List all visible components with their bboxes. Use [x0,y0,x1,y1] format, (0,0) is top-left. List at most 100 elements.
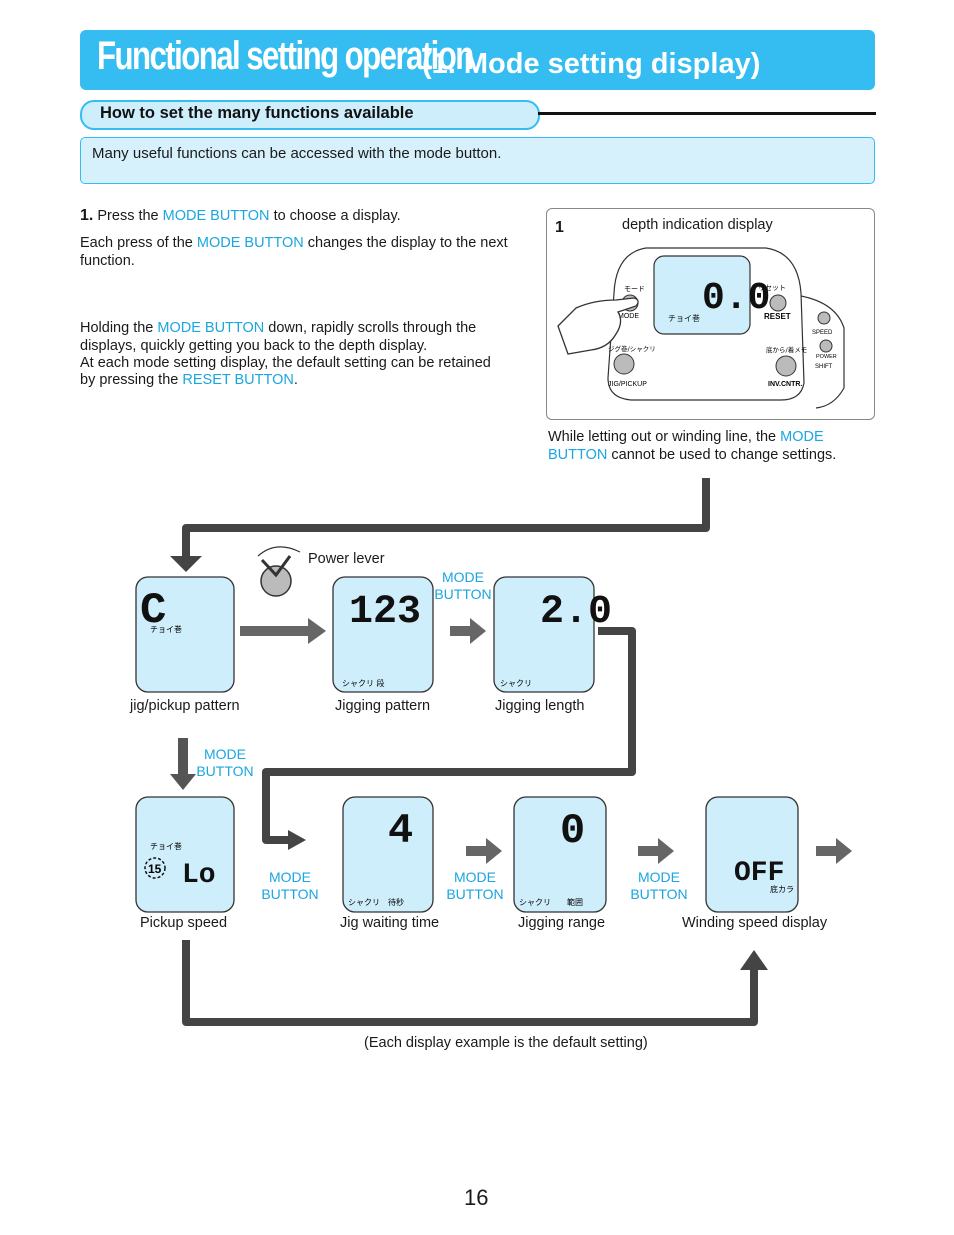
reel-side-panel [800,295,845,409]
intro-box [80,137,875,184]
panel-inv-button[interactable] [775,355,797,377]
panel-speed-button[interactable] [817,311,831,325]
panel-reset-jp: リセット [758,284,786,292]
page-subtitle: (1. Mode setting display) [422,48,761,80]
screen-label-jigging-pattern: Jigging pattern [335,698,431,714]
screen-winding-speed: OFF 底カラ [705,796,799,913]
screen-label-jig-waiting: Jig waiting time [340,915,440,931]
panel-lcd-value: 0.0 [702,277,770,320]
power-lever-label: Power lever [308,551,385,567]
panel-choi-label: チョイ巻 [668,313,700,323]
panel-inv-jp: 底から/着メモ [766,345,807,354]
screen-jigging-pattern: 123 シャクリ 段 [332,576,434,693]
holding-text: Holding the MODE BUTTON down, rapidly sc… [80,320,530,373]
mode-line1: MODE [454,869,496,885]
screen-jig-pickup-pattern: C チョイ巻 [135,576,235,693]
screen-value: 4 [388,807,413,855]
mode-line1: MODE [269,869,311,885]
flow-arrow-mid-end [288,830,306,850]
section-divider [538,112,876,115]
mode-line2: BUTTON [446,886,504,902]
footnote: (Each display example is the default set… [364,1035,648,1051]
title-bar [80,30,875,90]
flow-loop-middle [262,627,636,844]
screen-value: 0 [560,807,585,855]
panel-power-button[interactable] [819,339,833,353]
flow-arrow-1 [240,618,326,644]
screen-pickup-speed: チョイ巻 15 Lo [135,796,235,913]
screen-sub: 底カラ [770,884,794,894]
reel-panel-illustration: 0.0 チョイ巻 モード MODE リセット RESET ジグ巻/シャクリ JI… [557,247,845,409]
screen-label-jig-pickup: jig/pickup pattern [130,698,240,714]
panel-caption: depth indication display [622,217,773,233]
panel-reset-button[interactable] [769,294,787,312]
screen-value: C [140,586,166,636]
holding-pre: Holding the [80,320,154,336]
flow-loop-bottom [182,940,758,1026]
step-post: to choose a display. [273,208,401,224]
flow-arrow-down-left [170,738,196,790]
page-number: 16 [464,1185,489,1210]
section-heading-pill [80,100,540,130]
panel-power-label: POWER [816,354,837,360]
warning-post: cannot be used to change settings. [611,446,837,463]
mode-line1: MODE [442,569,484,585]
screen-sub: シャクリ 範囲 [519,897,583,907]
holding-post: down, rapidly scrolls through the displa… [80,320,477,354]
panel-figure-frame [546,208,875,420]
flow-loop-top [182,478,710,560]
by-pressing-text: by pressing the [80,372,179,388]
screen-jigging-range: 0 シャクリ 範囲 [513,796,607,913]
screen-value: OFF [734,858,784,889]
mode-button-term: MODE BUTTON [196,235,304,251]
screen-jig-waiting-time: 4 シャクリ 待秒 [342,796,434,913]
flow-arrow-up-bottom [740,950,768,970]
screen-sub: チョイ巻 [150,624,182,634]
mode-line2: BUTTON [434,586,492,602]
each-press-post: changes the display to the next function… [80,235,508,269]
mode-line2: BUTTON [630,886,688,902]
warning-text: While letting out or winding line, the M… [548,429,853,464]
screen-value: 123 [349,590,421,635]
each-press-pre: Each press of the [80,235,193,251]
panel-jig-label: JIG/PICKUP [608,381,647,388]
flow-arrow-4 [638,838,674,864]
panel-step-number: 1 [555,219,564,236]
screen-label-jigging-length: Jigging length [495,698,585,714]
screen-value: 2.0 [540,590,612,635]
mode-line1: MODE [204,746,246,762]
each-press-text: Each press of the MODE BUTTON changes th… [80,235,530,270]
panel-lcd [653,255,751,335]
reset-button-term: RESET BUTTON [182,372,294,388]
page-title: Functional setting operation [97,34,474,78]
screen-label-pickup-speed: Pickup speed [140,915,228,931]
flow-arrow-down-top [170,556,202,572]
reset-text: by pressing the RESET BUTTON. [80,372,298,390]
flow-arrow-3 [466,838,502,864]
screen-jigging-length: 2.0 シャクリ [493,576,612,693]
screen-label-jigging-range: Jigging range [518,915,606,931]
panel-mode-label: MODE [618,313,639,320]
step-1-text: 1. Press the MODE BUTTON to choose a dis… [80,207,401,226]
screen-sub: シャクリ [500,679,532,688]
step-pre: Press the [97,208,159,224]
mode-button-term: MODE BUTTON [548,429,824,463]
screen-label-winding-speed: Winding speed display [682,915,828,931]
panel-shift-label: SHIFT [815,364,833,370]
section-title: How to set the many functions available [100,104,414,122]
panel-jig-jp: ジグ巻/シャクリ [608,344,656,353]
mode-button-term: MODE BUTTON [157,320,265,336]
screen-sub: シャクリ 待秒 [348,897,404,907]
screen-value: Lo [182,860,216,891]
step-number: 1. [80,207,94,224]
mode-line1: MODE [638,869,680,885]
panel-jig-button[interactable] [613,353,635,375]
power-lever-icon [257,546,301,597]
screen-sub: シャクリ 段 [342,678,385,688]
